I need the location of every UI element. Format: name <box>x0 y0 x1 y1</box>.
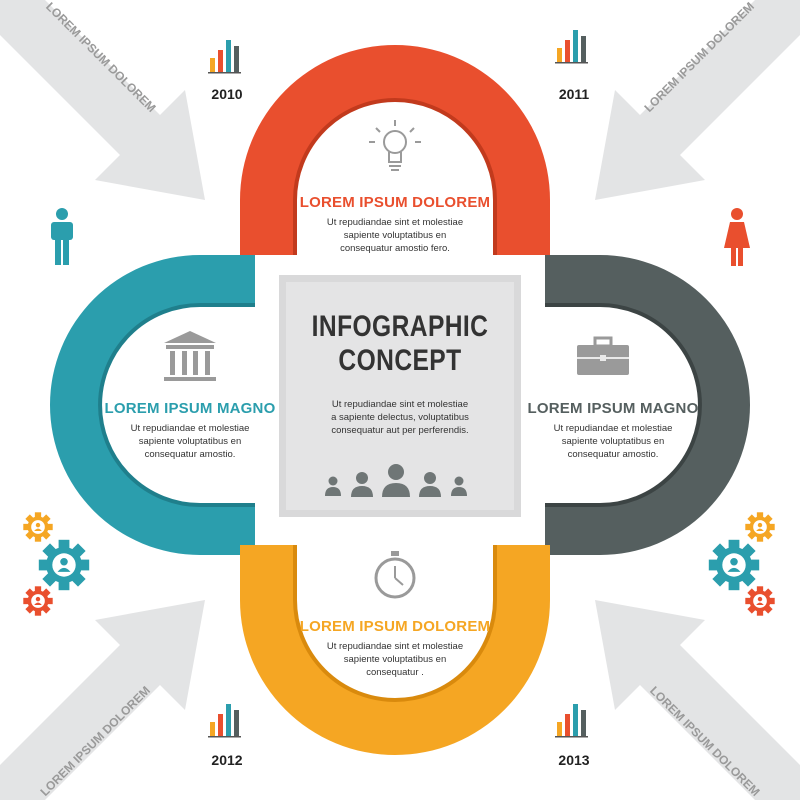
stopwatch-icon <box>374 551 416 599</box>
center-text-line: a sapiente delectus, voluptatibus <box>331 412 469 423</box>
top-block-text-line: sapiente voluptatibus en <box>343 230 447 241</box>
gears-icon <box>23 512 90 616</box>
arrow-bottom-left <box>0 600 205 800</box>
bar-chart-icon <box>208 704 241 738</box>
center-title: INFOGRAPHIC CONCEPT <box>307 310 494 378</box>
bar-chart-icon <box>208 40 241 74</box>
bar-chart-icon <box>555 704 588 738</box>
bottom-block-title: LOREM IPSUM DOLOREM <box>299 618 491 635</box>
gears-icon <box>708 512 775 616</box>
left-block-text: Ut repudiandae et molestiae sapiente vol… <box>95 422 285 461</box>
arrow-top-right <box>595 0 800 200</box>
year-label-2010: 2010 <box>211 86 243 102</box>
people-group-icon <box>325 464 467 497</box>
woman-icon <box>724 208 750 266</box>
center-text-line: Ut repudiandae sint et molestiae <box>331 399 469 410</box>
bottom-block: LOREM IPSUM DOLOREM Ut repudiandae sint … <box>295 618 495 679</box>
right-block-text: Ut repudiandae et molestiae sapiente vol… <box>518 422 708 461</box>
briefcase-icon <box>577 336 629 375</box>
center-block: INFOGRAPHIC CONCEPT Ut repudiandae sint … <box>286 310 514 437</box>
bottom-block-text: Ut repudiandae sint et molestiae sapient… <box>295 640 495 679</box>
right-block-title: LOREM IPSUM MAGNO <box>527 400 699 417</box>
left-block-text-line: consequatur amostio. <box>144 449 236 460</box>
center-text: Ut repudiandae sint et molestiae a sapie… <box>286 398 514 437</box>
ring-orange-arc <box>240 545 550 755</box>
bottom-block-text-line: sapiente voluptatibus en <box>343 654 447 665</box>
center-text-line: consequatur aut per perferendis. <box>331 425 469 436</box>
bottom-block-text-line: consequatur . <box>366 667 424 678</box>
bank-icon <box>164 331 216 381</box>
left-block-title: LOREM IPSUM MAGNO <box>104 400 276 417</box>
top-block-text-line: Ut repudiandae sint et molestiae <box>326 217 464 228</box>
man-icon <box>51 208 73 265</box>
center-title-line: INFOGRAPHIC <box>311 310 489 343</box>
ring-red-inner-edge <box>293 98 497 255</box>
left-block-text-line: sapiente voluptatibus en <box>138 436 242 447</box>
bottom-block-text-line: Ut repudiandae sint et molestiae <box>326 641 464 652</box>
ring-orange-inner-edge <box>293 545 497 702</box>
center-title-line: CONCEPT <box>338 344 462 377</box>
lightbulb-icon <box>369 120 421 171</box>
top-block-text: Ut repudiandae sint et molestiae sapient… <box>295 216 495 255</box>
ring-teal-inner-edge <box>98 303 255 507</box>
ring-red-arc <box>240 45 550 255</box>
left-block-text-line: Ut repudiandae et molestiae <box>130 423 250 434</box>
right-block-text-line: consequatur amostio. <box>567 449 659 460</box>
arrow-top-left <box>0 0 205 200</box>
left-block: LOREM IPSUM MAGNO Ut repudiandae et mole… <box>95 400 285 461</box>
top-block-title: LOREM IPSUM DOLOREM <box>299 194 491 211</box>
year-label-2012: 2012 <box>211 752 243 768</box>
ring-teal-arc <box>50 255 255 555</box>
right-block: LOREM IPSUM MAGNO Ut repudiandae et mole… <box>518 400 708 461</box>
right-block-text-line: Ut repudiandae et molestiae <box>553 423 673 434</box>
top-block: LOREM IPSUM DOLOREM Ut repudiandae sint … <box>295 194 495 255</box>
bar-chart-icon <box>555 30 588 64</box>
ring-gray-arc <box>545 255 750 555</box>
top-block-text-line: consequatur amostio fero. <box>340 243 450 254</box>
arrow-bottom-right <box>595 600 800 800</box>
right-block-text-line: sapiente voluptatibus en <box>561 436 665 447</box>
year-label-2011: 2011 <box>558 86 590 102</box>
year-label-2013: 2013 <box>558 752 590 768</box>
ring-gray-inner-edge <box>545 303 702 507</box>
